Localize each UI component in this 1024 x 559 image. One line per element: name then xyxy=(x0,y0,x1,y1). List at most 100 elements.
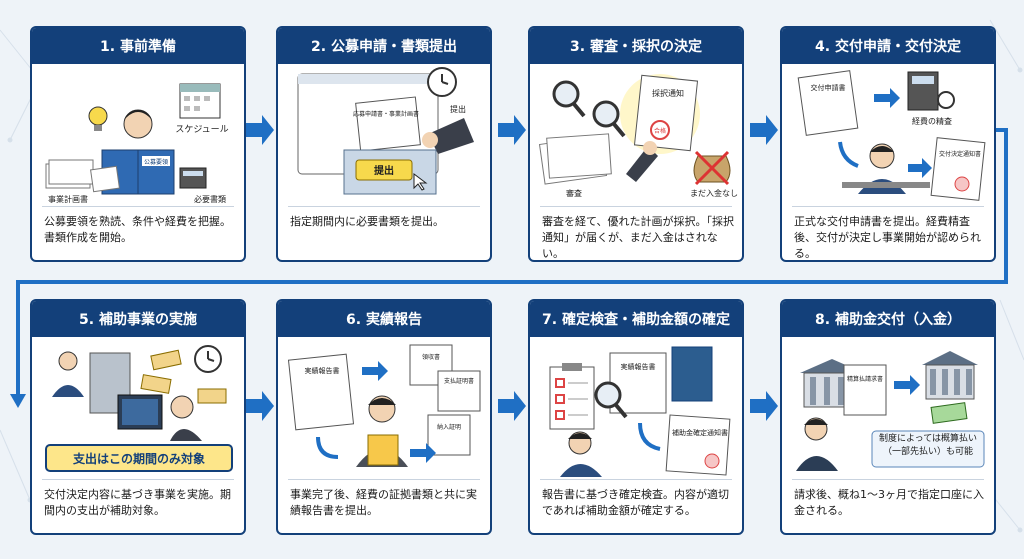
delivery-document: 納入証明 xyxy=(427,414,471,456)
report-illustration: 実績報告書 領収書 支払証明書 納入証明 xyxy=(287,344,481,467)
step-description: 公募要領を熟読、条件や経費を把握。書類作成を開始。 xyxy=(44,215,231,244)
money-bag-icon xyxy=(693,150,731,186)
period-banner: 支出はこの期間のみ対象 xyxy=(45,444,233,472)
step-description: 請求後、概ね1～3ヶ月で指定口座に入金される。 xyxy=(794,488,984,517)
payment-illustration: 精算払請求書 制度によっては概算払い（一部先払い）も可能 xyxy=(796,351,985,471)
nopay-label: まだ入金なし xyxy=(690,188,738,198)
divider xyxy=(792,206,984,207)
preparation-illustration: 公募要領 スケジュール 事業計画書 必要書類 xyxy=(45,83,229,204)
arrow-2-3 xyxy=(498,115,526,145)
stamp-label: 合格 xyxy=(654,127,666,135)
step-title: 4. 交付申請・交付決定 xyxy=(782,28,994,64)
payproof-document: 支払証明書 xyxy=(437,370,481,412)
step-title: 3. 審査・採択の決定 xyxy=(530,28,742,64)
arrow-icon xyxy=(894,375,920,395)
step-title: 1. 事前準備 xyxy=(32,28,244,64)
step-description: 報告書に基づき確定検査。内容が適切であれば補助金額が確定する。 xyxy=(542,488,729,517)
magnifier-icon xyxy=(592,100,626,138)
claim-document: 精算払請求書 xyxy=(843,364,887,416)
hand-icon xyxy=(422,118,474,154)
person-at-desk xyxy=(842,143,930,194)
step-description: 審査を経て、優れた計画が採択。「採択通知」が届くが、まだ入金はされない。 xyxy=(542,215,734,260)
arrow-icon xyxy=(638,422,661,451)
calculator-icon xyxy=(179,167,207,189)
binder-icon xyxy=(671,346,713,402)
paper-label: 応募申請書・事業計画書 xyxy=(353,110,419,118)
step-title: 5. 補助事業の実施 xyxy=(32,301,244,337)
submit-label: 提出 xyxy=(450,104,466,114)
divider xyxy=(288,206,480,207)
report-label: 実績報告書 xyxy=(305,366,340,375)
confirmation-notice: 補助金確定通知書 xyxy=(665,414,731,476)
step-title: 8. 補助金交付（入金） xyxy=(782,301,994,337)
arrow-6-7 xyxy=(498,391,526,421)
divider xyxy=(42,479,234,480)
notice-label: 採択通知 xyxy=(652,88,684,98)
report-document: 実績報告書 xyxy=(287,353,355,431)
arrow-icon xyxy=(410,443,436,463)
check-label: 経費の精査 xyxy=(912,116,952,126)
clock-icon xyxy=(194,345,222,373)
step-card-1: 1. 事前準備 公募要領 スケジュール 事業計画書 必要書類 公募要領を熟読、条… xyxy=(30,26,246,262)
inspection-illustration: 実績報告書 補助金確定通知書 xyxy=(549,346,731,477)
docs-label: 必要書類 xyxy=(194,194,226,204)
submit-button-label: 提出 xyxy=(374,164,394,177)
person-pointing xyxy=(796,417,838,471)
step-card-7: 7. 確定検査・補助金額の確定 実績報告書 補助金確定通知書 報告書に基づき確定… xyxy=(528,299,744,535)
checklist-clipboard xyxy=(549,363,595,430)
note-box: 制度によっては概算払い（一部先払い）も可能 xyxy=(871,430,985,468)
cursor-icon xyxy=(413,173,428,191)
receipt-label: 領収書 xyxy=(422,353,440,361)
application-paper: 応募申請書・事業計画書 xyxy=(353,96,421,152)
plan-label: 事業計画書 xyxy=(48,194,88,204)
divider xyxy=(792,479,984,480)
step-description: 交付決定内容に基づき事業を実施。期間内の支出が補助対象。 xyxy=(44,488,231,517)
application-illustration: 応募申請書・事業計画書 提出 提出 xyxy=(297,67,474,195)
lightbulb-icon xyxy=(88,106,108,131)
step-description: 指定期間内に必要書類を提出。 xyxy=(290,215,444,228)
note-label: 制度によっては概算払い（一部先払い）も可能 xyxy=(878,434,978,457)
magnifier-icon xyxy=(552,80,586,118)
step-title: 2. 公募申請・書類提出 xyxy=(278,28,490,64)
step-card-5: 5. 補助事業の実施 支出はこの期間のみ対象 交付決定内容に基づき事業を実施。期… xyxy=(30,299,246,535)
arrow-7-8 xyxy=(750,391,778,421)
step-card-2: 2. 公募申請・書類提出 応募申請書・事業計画書 提出 提出 指定期間内に必要書… xyxy=(276,26,492,262)
document-pile-icon xyxy=(538,133,612,185)
report-document: 実績報告書 xyxy=(609,352,667,414)
step-title: 6. 実績報告 xyxy=(278,301,490,337)
inspector-person xyxy=(560,431,602,477)
arrow-1-2 xyxy=(246,115,274,145)
hand-icon xyxy=(626,141,658,182)
arrow-icon xyxy=(874,88,900,108)
divider xyxy=(540,479,732,480)
calendar-icon xyxy=(179,83,221,119)
schedule-label: スケジュール xyxy=(175,124,228,135)
review-label: 審査 xyxy=(566,188,582,198)
arrow-icon xyxy=(908,158,932,178)
step-description: 事業完了後、経費の証拠書類と共に実績報告書を提出。 xyxy=(290,488,477,517)
calculator-icon xyxy=(907,71,955,111)
submission-box xyxy=(343,149,437,195)
person-at-computer xyxy=(117,394,202,441)
step-description: 正式な交付申請書を提出。経費精査後、交付が決定し事業開始が認められる。 xyxy=(794,215,981,260)
magnifier-icon xyxy=(594,381,628,419)
divider xyxy=(540,206,732,207)
divider xyxy=(288,479,480,480)
delivery-label: 納入証明 xyxy=(437,423,461,431)
arrow-icon xyxy=(362,361,388,381)
notice-label: 補助金確定通知書 xyxy=(672,428,728,437)
step-card-3: 3. 審査・採択の決定 採択通知合格 審査 まだ入金なし 審査を経て、優れた計画… xyxy=(528,26,744,262)
app-label: 交付申請書 xyxy=(811,83,846,92)
worker-machine xyxy=(52,351,131,414)
book-label: 公募要領 xyxy=(144,158,168,166)
decision-notice: 交付決定通知書 xyxy=(930,137,986,201)
decision-label: 交付決定通知書 xyxy=(939,150,981,158)
banner-label: 支出はこの期間のみ対象 xyxy=(72,451,205,466)
grant-application-illustration: 交付申請書 経費の精査 交付決定通知書 xyxy=(797,70,986,201)
step-title: 7. 確定検査・補助金額の確定 xyxy=(530,301,742,337)
payproof-label: 支払証明書 xyxy=(444,377,474,385)
money-icon xyxy=(140,349,227,404)
step-card-4: 4. 交付申請・交付決定 交付申請書 経費の精査 交付決定通知書 正式な交付申請… xyxy=(780,26,996,262)
